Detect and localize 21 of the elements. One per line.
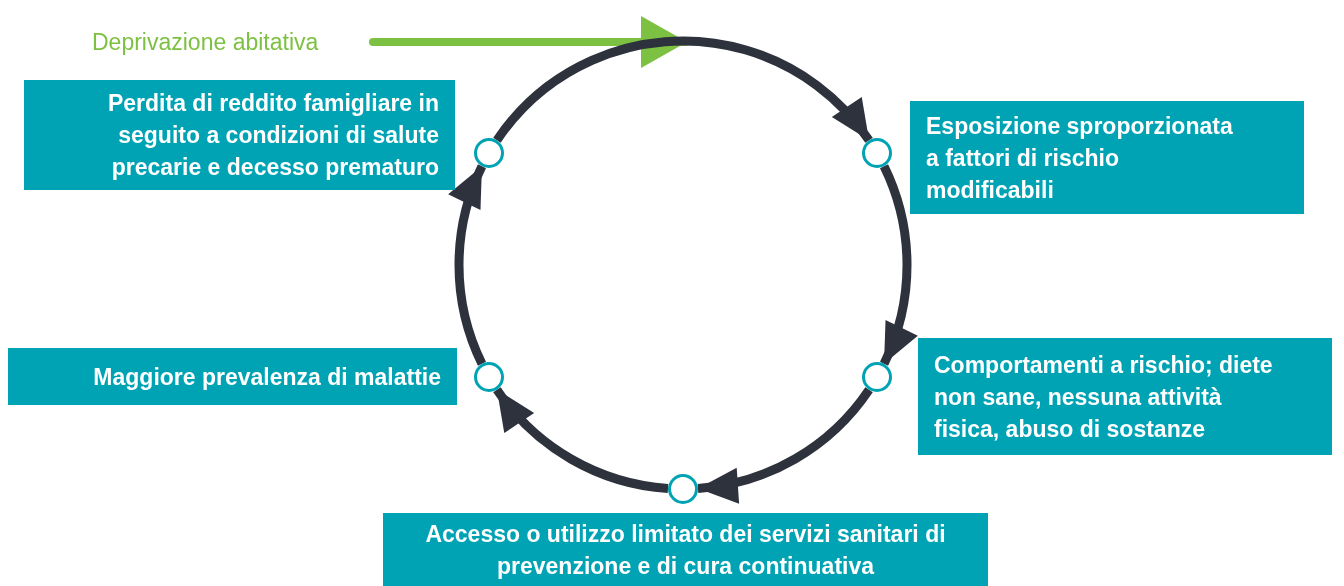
stage-box [8,348,457,405]
cycle-arrow [879,164,917,366]
stage-text: Accesso o utilizzo limitato dei servizi sanitari di prevenzione e di cura continuativa [424,519,947,581]
cycle-node-circle [668,474,698,504]
stage-box [918,338,1332,455]
stage-text: Perdita di reddito famigliare in seguito a condizioni di salute precarie e decesso prematuro [107,89,439,182]
cycle-arrow [697,387,873,502]
cycle-arrow [493,36,873,143]
stage-text: Esposizione sproporzionata a fattori di rischio modificabili [926,111,1234,205]
cycle-node-circle [862,362,892,392]
cycle-arrow [449,164,487,366]
stage-text: Comportamenti a rischio; diete non sane, nessuna attività fisica, abuso di sostanze [934,350,1274,444]
cycle-node-circle [862,138,892,168]
stage-text: Maggiore prevalenza di malattie [93,362,441,392]
cycle-node-circle [474,362,504,392]
stage-box [383,513,988,586]
stage-box [910,101,1304,214]
cycle-node-circle [474,138,504,168]
cycle-arrow [493,387,669,493]
stage-box [24,80,455,190]
cause-label: Deprivazione abitativa [92,27,367,57]
